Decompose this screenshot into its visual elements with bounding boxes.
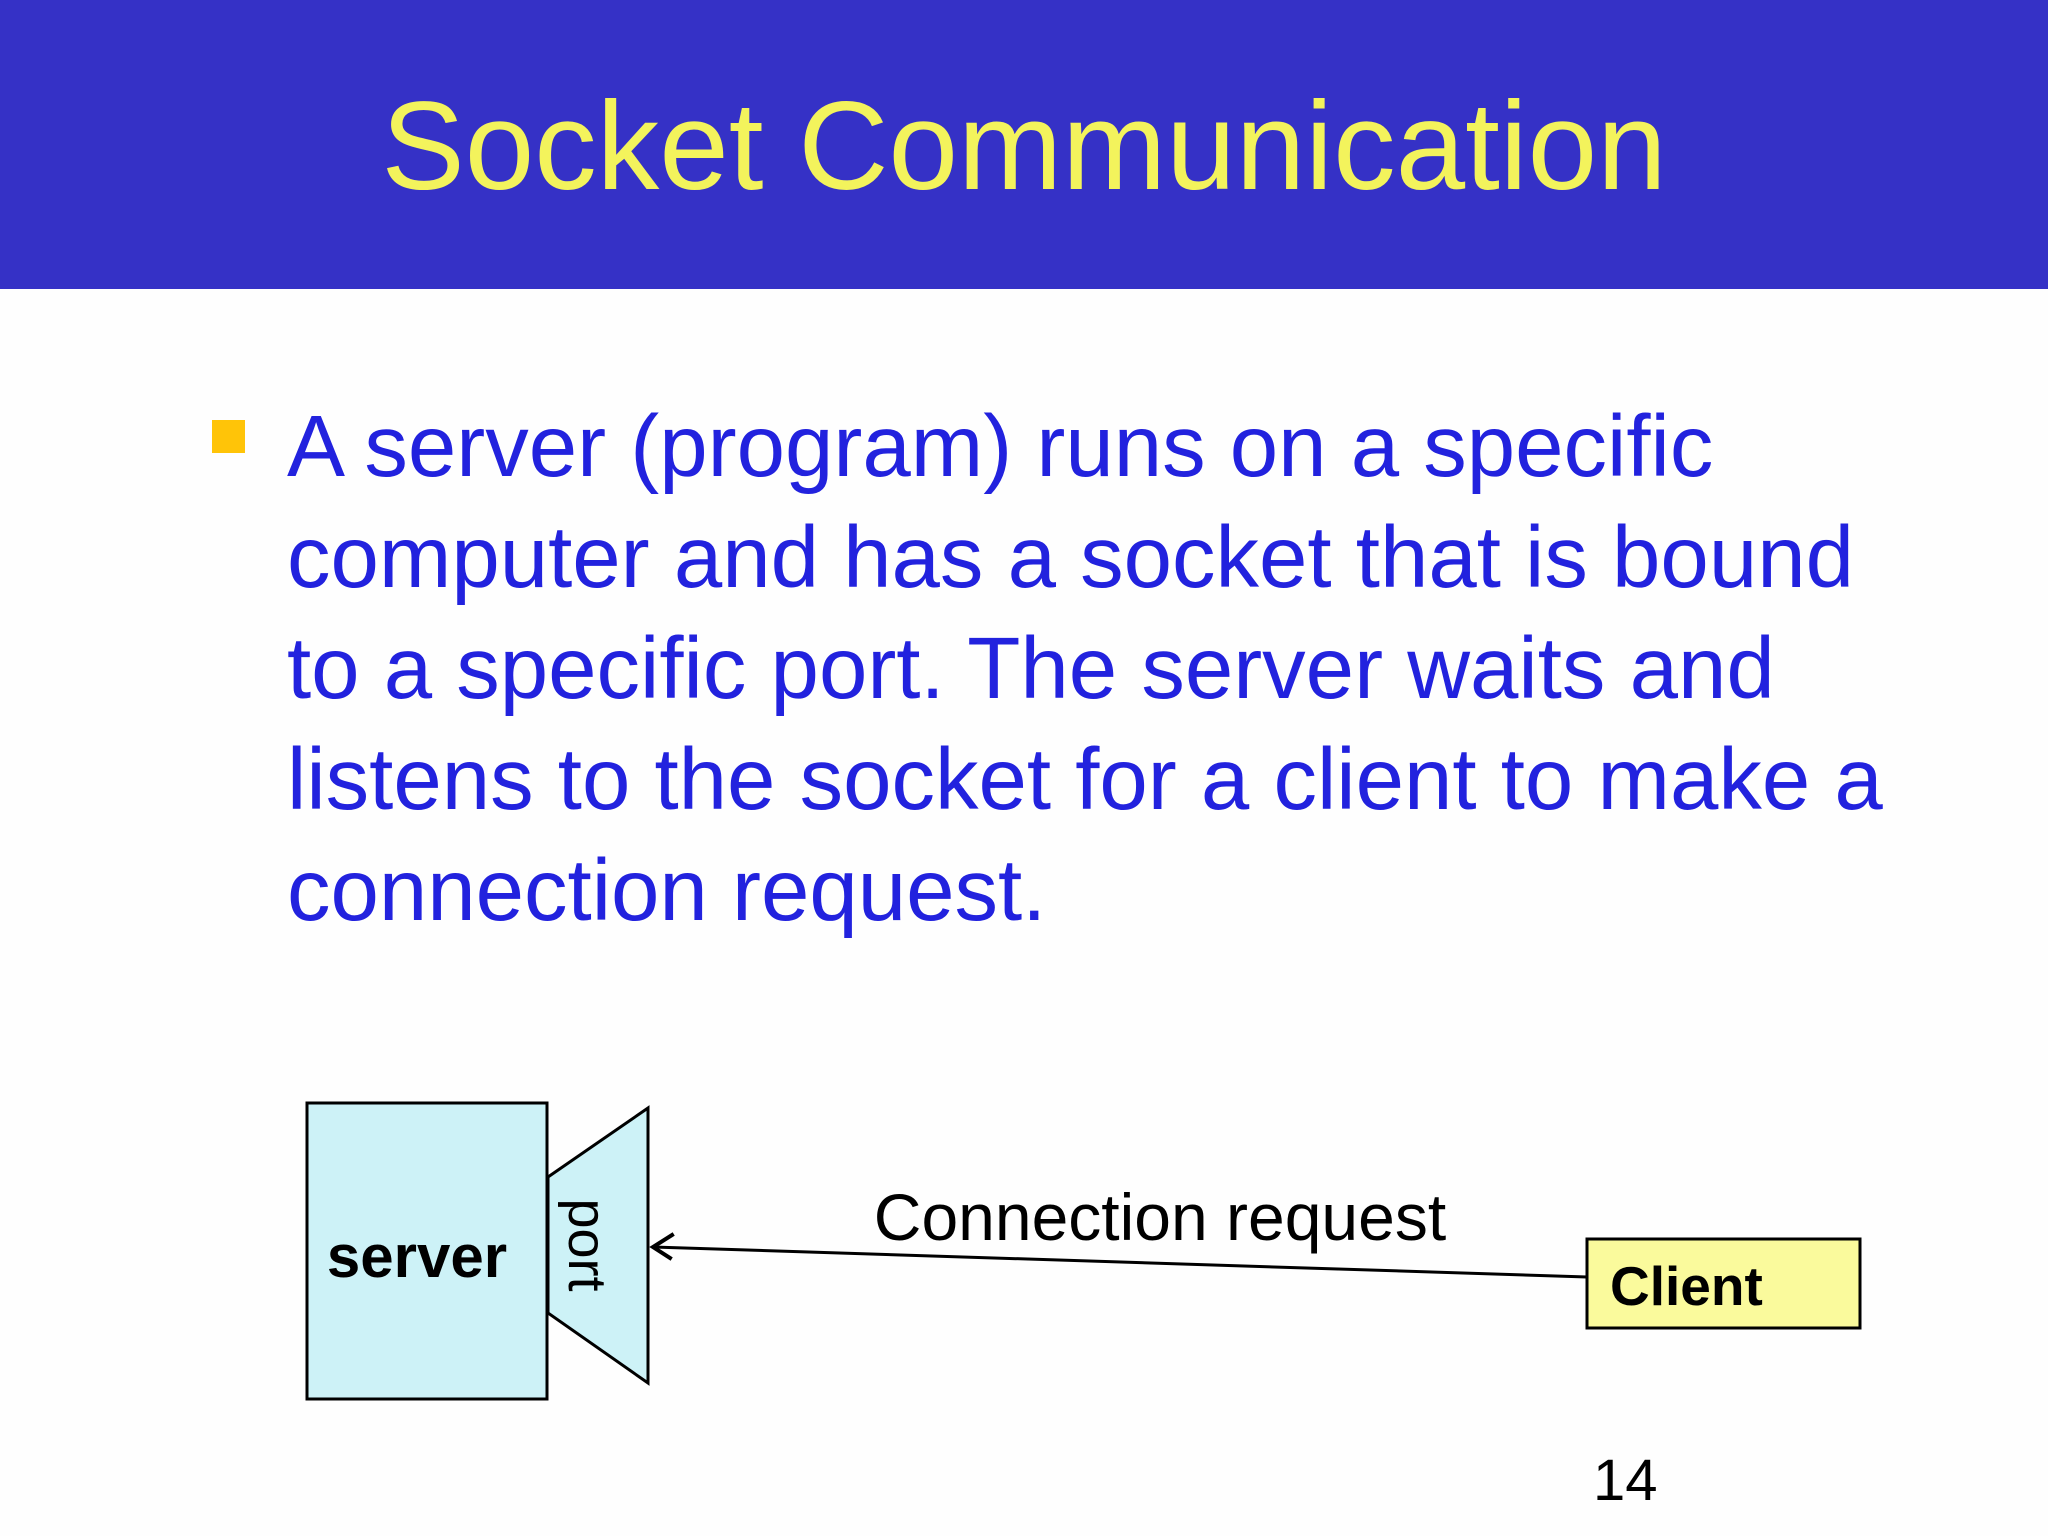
bullet-text-line: to a specific port. The server waits and	[287, 620, 1775, 717]
bullet-text-line: computer and has a socket that is bound	[287, 509, 1854, 606]
bullet-text-line: listens to the socket for a client to ma…	[287, 731, 1883, 828]
title-bar: Socket Communication	[0, 0, 2048, 289]
bullet-text-line: connection request.	[287, 842, 1047, 939]
port-label: port	[557, 1198, 617, 1291]
bullet-text: A server (program) runs on a specific co…	[287, 391, 1883, 946]
connection-arrow-line	[652, 1245, 1588, 1279]
bullet-text-line: A server (program) runs on a specific	[287, 398, 1714, 495]
client-box	[1585, 1237, 1862, 1330]
server-label: server	[327, 1223, 507, 1290]
connection-request-label: Connection request	[874, 1180, 1446, 1254]
client-label: Client	[1610, 1255, 1763, 1317]
bullet-marker-icon	[212, 420, 245, 453]
port-funnel-shape	[546, 1105, 650, 1386]
page-number: 14	[1593, 1448, 1658, 1513]
socket-diagram: server port Connection request Client	[305, 1101, 1862, 1401]
arrowhead-icon	[649, 1232, 675, 1261]
server-box	[305, 1101, 549, 1401]
slide-title: Socket Communication	[381, 77, 1667, 216]
